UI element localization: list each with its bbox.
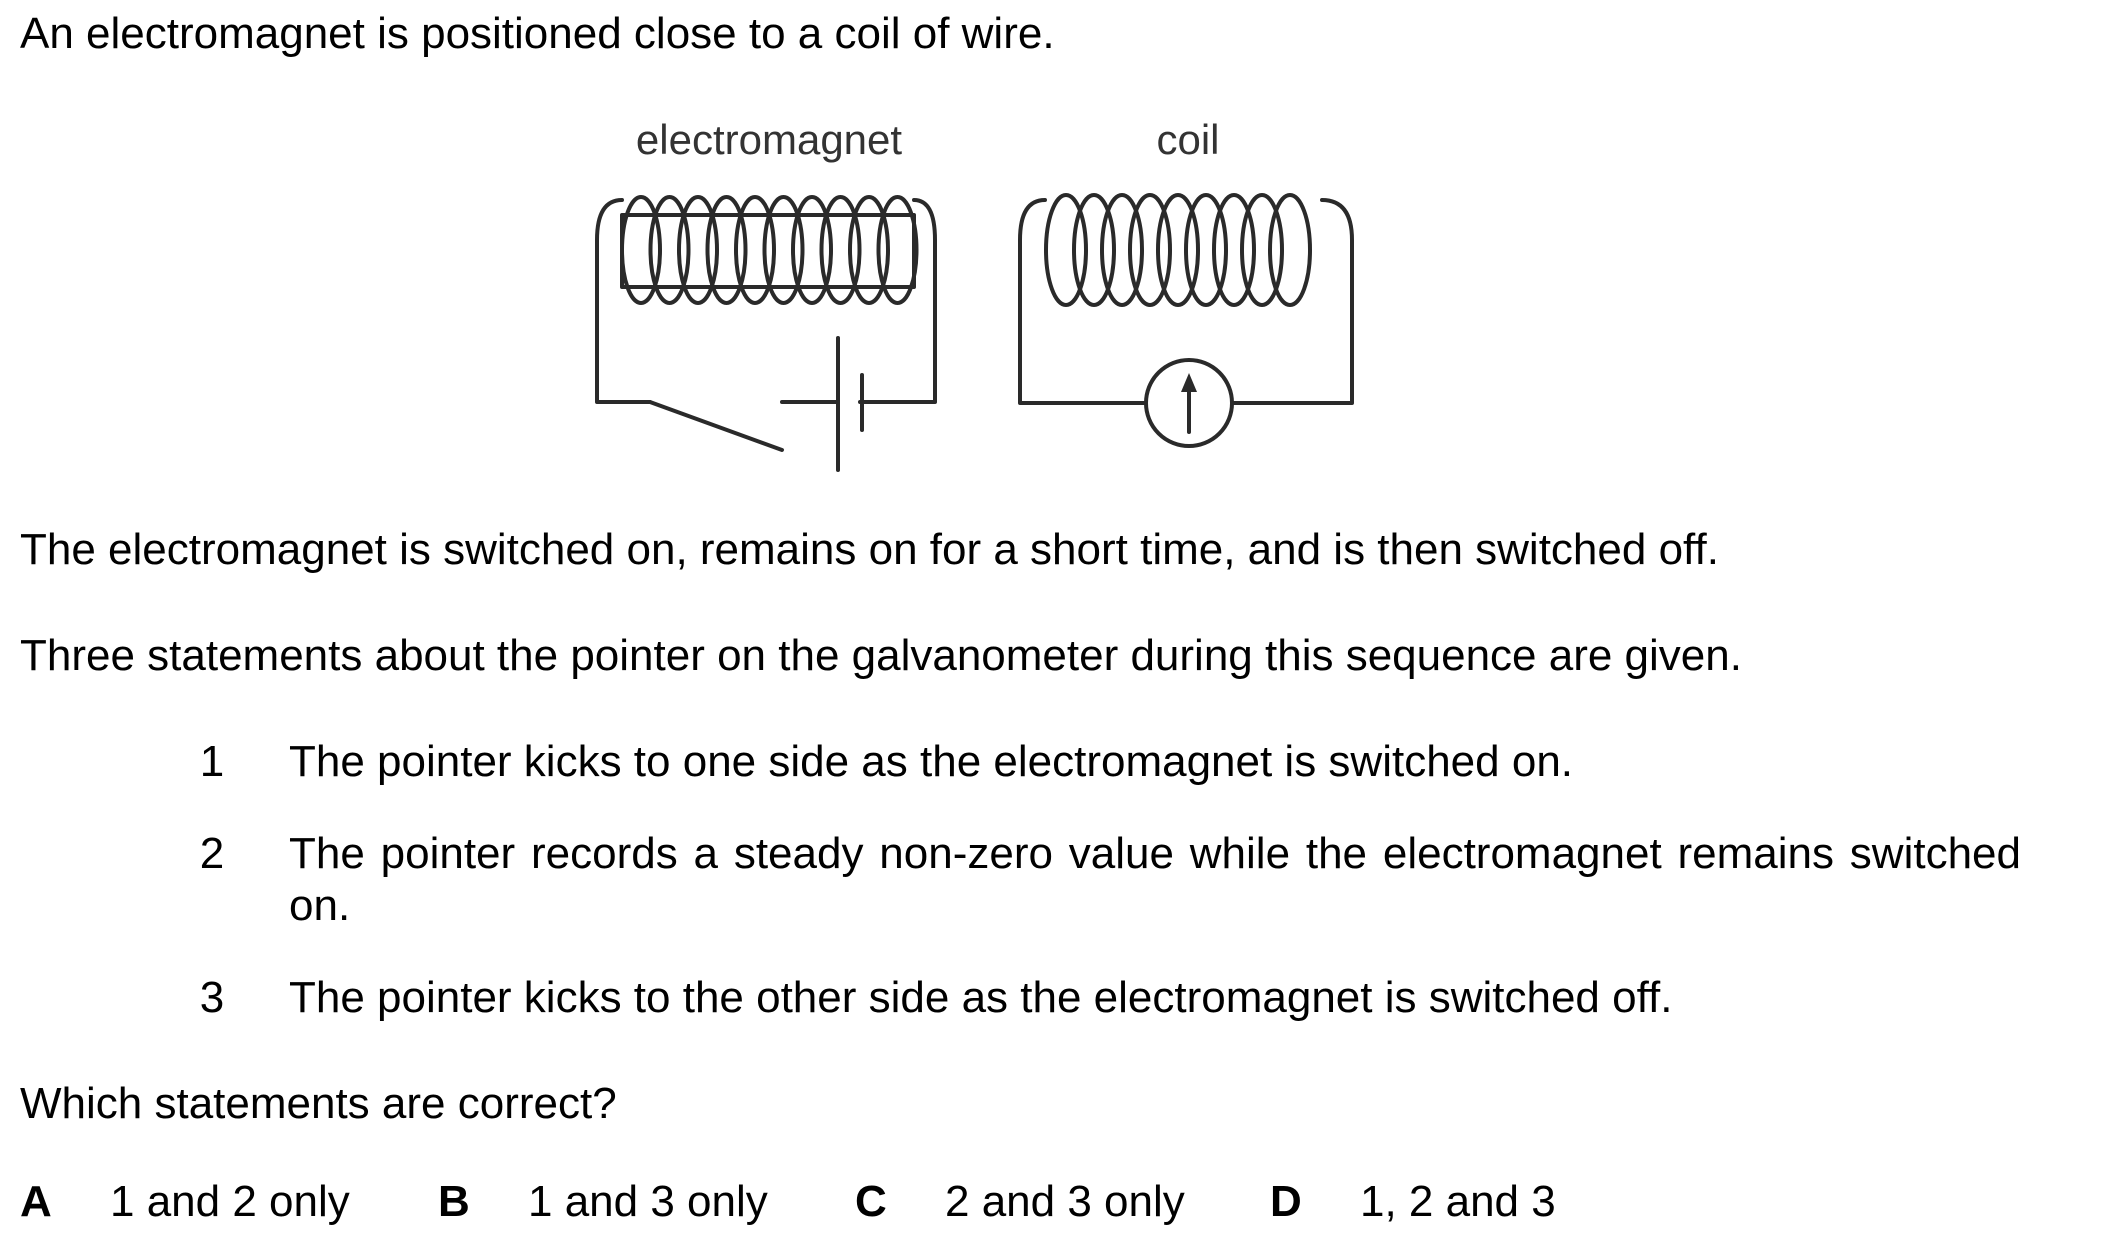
option-b-letter: B [438, 1177, 470, 1226]
option-c-letter: C [855, 1177, 887, 1226]
coil-turn [677, 195, 719, 305]
statement-1-text: The pointer kicks to one side as the ele… [289, 737, 1574, 786]
coil-turn [1072, 193, 1116, 307]
coil-turn [848, 195, 890, 305]
coil-turn [876, 195, 919, 305]
sequence-text: The electromagnet is switched on, remain… [20, 525, 1719, 574]
coil-winding [1044, 193, 1312, 307]
coil-turn [791, 195, 833, 305]
coil-turn [1100, 193, 1144, 307]
statement-3-number: 3 [199, 973, 225, 1022]
option-d-letter: D [1270, 1177, 1302, 1226]
intro-text: An electromagnet is positioned close to … [20, 9, 1055, 58]
coil-circuit-wire-left [1018, 198, 1148, 405]
electromagnet-label: electromagnet [636, 116, 902, 163]
option-b-text: 1 and 3 only [528, 1177, 768, 1226]
statement-2-number: 2 [199, 829, 225, 878]
option-a-text: 1 and 2 only [110, 1177, 350, 1226]
option-c-text: 2 and 3 only [945, 1177, 1185, 1226]
coil-turn [1212, 193, 1256, 307]
coil-turn [1044, 193, 1088, 307]
coil-turn [1156, 193, 1200, 307]
option-d-text: 1, 2 and 3 [1360, 1177, 1556, 1226]
coil-label: coil [1156, 116, 1219, 163]
statement-3-text: The pointer kicks to the other side as t… [289, 973, 1673, 1022]
coil-turn [819, 195, 862, 305]
statement-2-text: The pointer records a steady non-zero va… [289, 829, 2021, 930]
coil-turn [648, 195, 691, 305]
electromagnet-circuit-wire [595, 198, 652, 404]
galvanometer-icon [1144, 358, 1234, 448]
statements-intro: Three statements about the pointer on th… [20, 631, 1742, 680]
circuit-diagram: electromagnet coil [595, 116, 1354, 472]
coil-turn [1128, 193, 1172, 307]
coil-turn [1268, 193, 1312, 307]
switch-icon [648, 400, 784, 452]
coil-turn [762, 195, 805, 305]
electromagnet-winding [620, 195, 919, 305]
coil-turn [705, 195, 748, 305]
option-a-letter: A [20, 1177, 52, 1226]
question-prompt: Which statements are correct? [20, 1079, 617, 1128]
coil-turn [1240, 193, 1284, 307]
electromagnet-circuit-wire-right [858, 198, 937, 404]
coil-turn [620, 195, 662, 305]
coil-circuit-wire-right [1230, 198, 1354, 405]
coil-turn [734, 195, 776, 305]
statement-1-number: 1 [199, 737, 225, 786]
galvanometer-pointer-head [1181, 373, 1197, 392]
coil-turn [1184, 193, 1228, 307]
